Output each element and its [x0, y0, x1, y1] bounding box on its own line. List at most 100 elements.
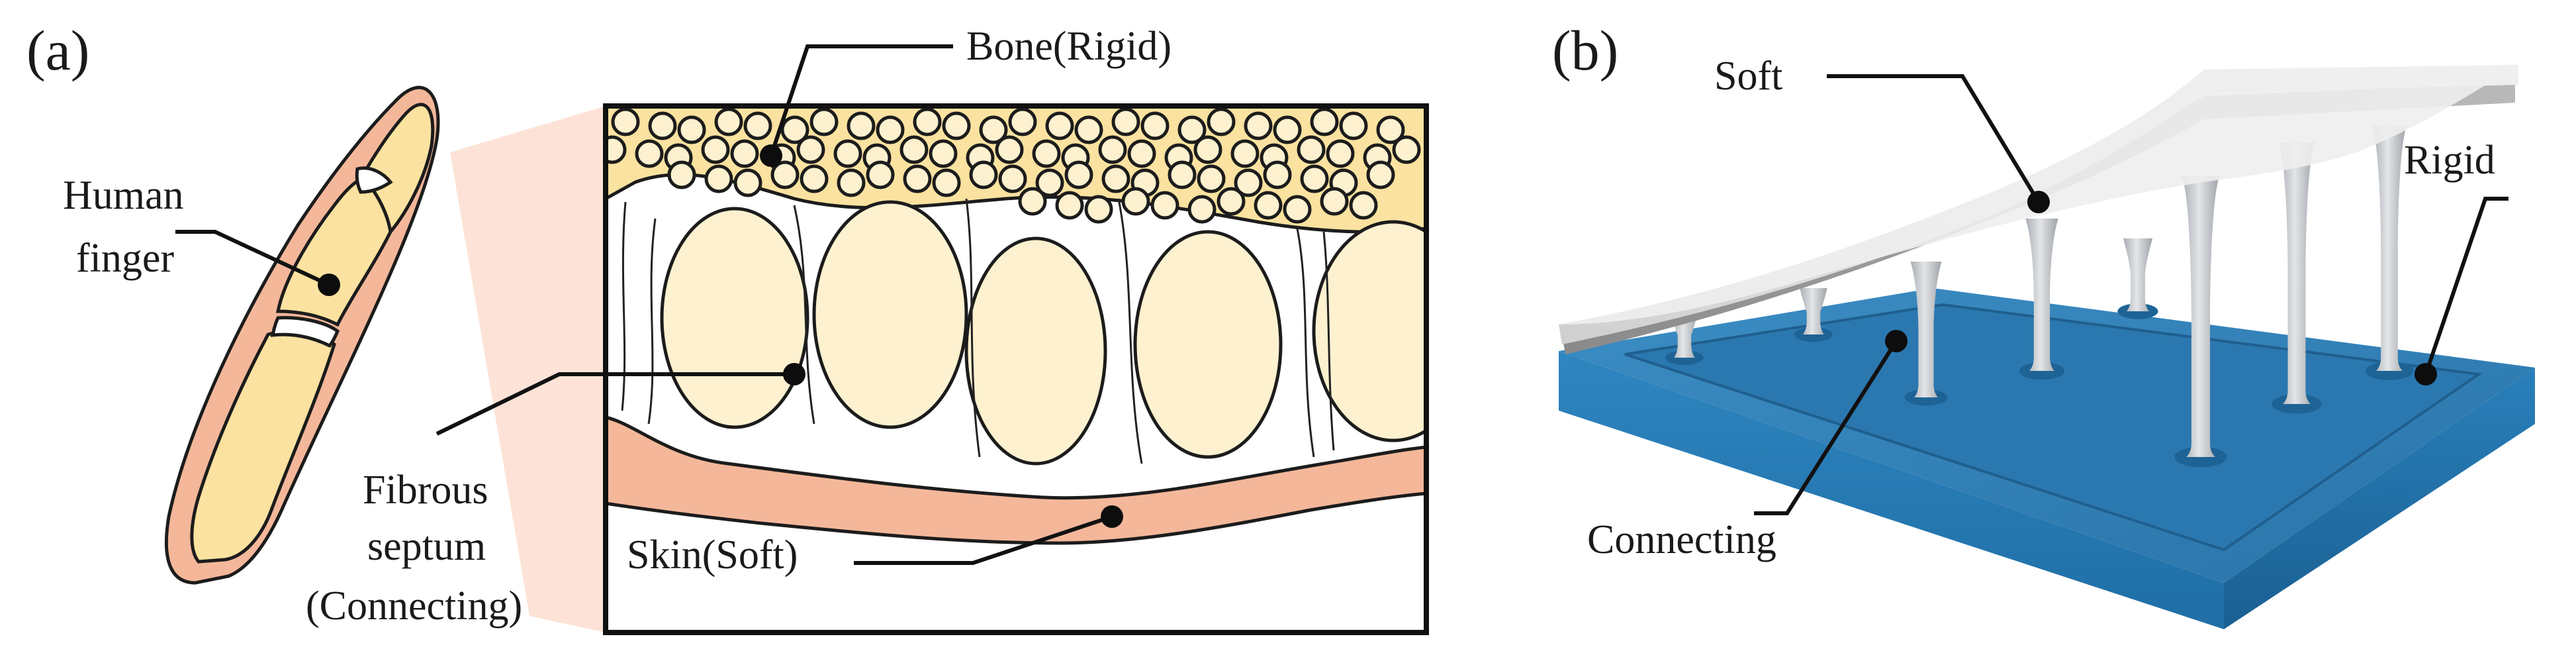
bone-pore	[1263, 160, 1292, 189]
bone-pore	[648, 111, 677, 140]
bone-pore	[1111, 107, 1140, 136]
fibrous-septum-dot	[783, 363, 805, 385]
bone-pore	[1339, 111, 1368, 140]
panel-a-tag: (a)	[26, 19, 89, 82]
bone-pore	[847, 111, 876, 140]
connecting-pillar	[2372, 126, 2407, 371]
fibrous-label-line3: (Connecting)	[306, 583, 522, 629]
zoom-section	[606, 106, 1426, 633]
bone-pore	[1187, 195, 1217, 224]
connecting-pillar	[2278, 142, 2315, 404]
bone-pore	[1217, 187, 1246, 216]
rigid-label: Rigid	[2404, 138, 2495, 183]
fat-lobule	[660, 207, 809, 429]
bone-pore	[730, 139, 759, 168]
finger-bone-proximal	[190, 329, 336, 564]
finger-joint-gap	[270, 316, 340, 348]
fibrous-septum-leader	[436, 372, 794, 436]
bone-pore	[1234, 168, 1263, 197]
bone-pore	[770, 160, 800, 189]
bone-pore	[1055, 191, 1084, 220]
bone-pore	[701, 135, 730, 164]
bone-pore	[1121, 187, 1150, 216]
bone-pore	[866, 160, 895, 189]
bone-pore	[809, 107, 839, 136]
bone-pore	[677, 115, 706, 144]
connecting-pillar	[1800, 288, 1827, 334]
fibrous-septa	[621, 198, 1335, 464]
connecting-pillar	[2025, 219, 2058, 371]
soft-leader	[1827, 74, 2041, 203]
zoom-skin-band	[606, 415, 1426, 545]
rigid-dot	[2415, 363, 2437, 385]
soft-rigid-structure	[1559, 65, 2535, 629]
bone-pore	[1349, 191, 1378, 220]
connecting-label: Connecting	[1587, 517, 1776, 562]
bone-pore	[796, 135, 825, 164]
bone-pore	[876, 115, 905, 144]
bone-pore	[899, 135, 929, 164]
bone-pore	[1168, 160, 1197, 189]
bone-pore	[1140, 111, 1170, 140]
bone-pore	[1230, 139, 1260, 168]
bone-pore	[1127, 139, 1156, 168]
bone-pore	[903, 164, 932, 193]
bone-pores	[606, 107, 1421, 224]
fibrous-label-line1: Fibrous	[363, 468, 488, 513]
bone-leader	[769, 44, 953, 156]
bone-pore	[780, 115, 809, 144]
bone-pore	[942, 111, 971, 140]
connecting-dot	[1885, 330, 1908, 352]
bone-pore	[979, 115, 1008, 144]
fat-lobule	[1312, 220, 1426, 442]
bone-pore	[667, 160, 696, 189]
base-front-face	[1559, 351, 2224, 629]
zoom-wedge	[450, 106, 606, 633]
bone-dot	[760, 144, 782, 167]
panel-b-tag: (b)	[1552, 19, 1618, 82]
zoom-frame	[603, 103, 1429, 635]
skin-label: Skin(Soft)	[627, 532, 798, 578]
fibrous-label-line2: septum	[367, 524, 486, 569]
bone-pore	[635, 139, 664, 168]
connecting-pillars	[1665, 126, 2413, 468]
bone-pore	[1032, 139, 1061, 168]
bone-pore	[733, 168, 762, 197]
soft-dot	[2027, 191, 2050, 213]
base-right-face	[2224, 368, 2535, 629]
bone-pore	[1045, 111, 1074, 140]
bone-pore	[1035, 168, 1064, 197]
finger-illustration	[164, 85, 440, 585]
bone-pore	[1283, 195, 1312, 224]
bone-pore	[995, 135, 1024, 164]
human-finger-leader	[175, 230, 330, 287]
bone-pore	[1177, 115, 1207, 144]
bone-pore	[1193, 135, 1222, 164]
bone-pore	[1008, 107, 1037, 136]
bone-pore	[969, 160, 998, 189]
human-finger-label-line1: Human	[63, 173, 184, 218]
bone-pore	[998, 164, 1027, 193]
bone-label: Bone(Rigid)	[966, 24, 1172, 69]
bone-pore	[1064, 160, 1093, 189]
skin-dot	[1101, 505, 1123, 528]
bone-pore	[833, 139, 862, 168]
connecting-pillar	[2123, 238, 2153, 311]
bone-pore	[913, 107, 942, 136]
bone-pore	[1098, 135, 1127, 164]
bone-pore	[1366, 160, 1395, 189]
finger-joint-cap	[355, 166, 393, 194]
human-finger-label-line2: finger	[76, 236, 174, 281]
bone-pore	[800, 164, 829, 193]
soft-layer-underside	[1562, 83, 2515, 354]
bone-pore	[932, 168, 961, 197]
bone-pore	[1244, 111, 1273, 140]
bone-pore	[1320, 187, 1349, 216]
rigid-leader	[2424, 197, 2508, 375]
fat-lobule	[812, 200, 968, 429]
fat-lobule	[1133, 230, 1283, 459]
bone-pore	[837, 168, 866, 197]
base-inner-recess	[1624, 303, 2483, 552]
bone-pore	[1310, 107, 1339, 136]
